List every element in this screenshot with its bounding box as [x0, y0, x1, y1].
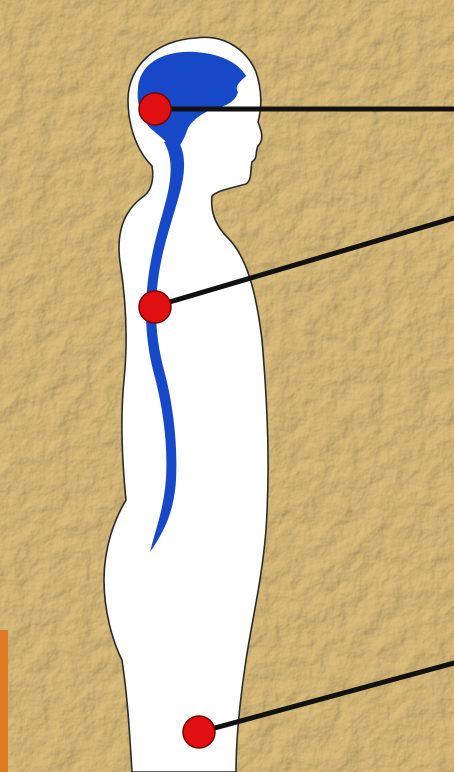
orange-edge-tab	[0, 630, 8, 772]
red-dot-icon-leg	[183, 716, 215, 748]
red-dot-icon-spine	[139, 291, 171, 323]
red-dot-icon-head	[139, 93, 171, 125]
